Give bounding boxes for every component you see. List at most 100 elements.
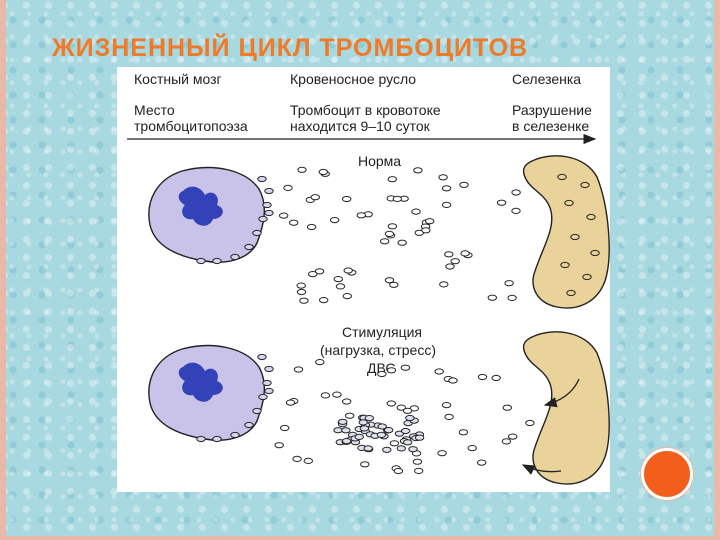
platelet — [411, 208, 421, 215]
platelet — [244, 243, 254, 251]
megakaryocyte-nucleus-stimulation — [178, 362, 223, 402]
platelet — [421, 227, 431, 234]
platelet — [582, 273, 592, 281]
platelet — [364, 415, 375, 422]
platelet — [400, 427, 411, 435]
platelet — [297, 166, 307, 173]
platelet — [405, 414, 415, 422]
platelet — [477, 373, 488, 381]
platelet — [504, 280, 514, 287]
platelet — [384, 277, 395, 284]
col-desc-spleen-1: Разрушение — [512, 102, 592, 118]
uptake-arrow-upper — [543, 378, 580, 408]
platelet — [441, 201, 452, 208]
platelet — [343, 267, 353, 274]
platelet — [296, 288, 307, 296]
platelet — [438, 174, 448, 181]
col-header-bloodstream: Кровеносное русло — [290, 71, 417, 87]
platelet — [252, 407, 262, 415]
platelet — [445, 263, 455, 270]
platelet — [293, 366, 304, 373]
platelet — [299, 297, 309, 304]
platelet — [570, 233, 580, 241]
platelet — [496, 199, 507, 206]
platelet — [285, 399, 296, 406]
platelet — [279, 212, 289, 219]
platelet — [590, 249, 600, 257]
platelet — [354, 433, 365, 440]
platelet — [376, 431, 387, 438]
platelet — [338, 418, 348, 425]
platelet — [257, 353, 267, 361]
col-header-spleen: Селезенка — [512, 71, 582, 87]
platelet — [314, 268, 325, 275]
platelet — [196, 435, 206, 443]
platelet — [264, 365, 274, 373]
stimulation-label-2: (нагрузка, стресс) — [320, 342, 436, 358]
platelet — [315, 359, 325, 366]
platelet — [310, 194, 321, 201]
platelet — [296, 282, 306, 289]
col-desc-spleen-2: в селезенке — [512, 118, 590, 134]
platelet — [341, 427, 351, 434]
stimulation-label-1: Стимуляция — [342, 324, 422, 340]
platelet — [434, 368, 444, 375]
platelet — [396, 445, 406, 452]
platelet — [342, 195, 352, 203]
platelet — [439, 281, 449, 288]
platelet — [280, 424, 290, 432]
platelet-dots — [196, 166, 600, 475]
col-desc-bloodstream-2: находится 9–10 суток — [290, 118, 430, 134]
platelet — [467, 445, 477, 452]
platelet — [196, 257, 206, 265]
platelet — [335, 283, 346, 290]
platelet — [262, 201, 272, 209]
platelet — [341, 438, 352, 445]
platelet — [402, 407, 413, 414]
platelet — [412, 458, 423, 465]
platelet — [400, 364, 411, 371]
platelet — [425, 218, 435, 225]
platelet — [413, 167, 423, 174]
platelet — [586, 213, 596, 221]
platelet — [566, 289, 576, 297]
platelet — [525, 419, 535, 427]
platelet — [448, 377, 458, 384]
platelet — [392, 195, 402, 202]
platelet — [437, 450, 447, 457]
col-desc-bone-marrow-2: тромбоцитопоэза — [134, 118, 248, 134]
platelet — [396, 404, 406, 411]
uptake-arrow-lower — [521, 464, 562, 475]
platelet — [507, 294, 517, 301]
platelet — [389, 440, 400, 447]
platelet — [289, 219, 299, 226]
platelet — [414, 434, 425, 441]
slide-frame-right — [714, 0, 720, 540]
platelet — [262, 379, 272, 387]
diagram-canvas — [127, 133, 610, 485]
platelet — [308, 271, 318, 278]
platelet — [363, 445, 373, 452]
platelet — [264, 187, 274, 195]
platelet — [501, 438, 512, 445]
normal-label: Норма — [358, 153, 402, 169]
platelet — [342, 293, 353, 300]
platelet — [283, 184, 293, 192]
platelet — [274, 442, 284, 449]
platelet — [377, 423, 387, 430]
platelet — [306, 223, 317, 231]
platelet — [377, 370, 387, 378]
platelet — [358, 419, 368, 426]
platelet — [564, 199, 574, 207]
megakaryocyte-nucleus-normal — [178, 186, 223, 226]
platelet — [557, 173, 567, 181]
platelet — [511, 207, 521, 214]
platelet — [502, 404, 512, 411]
slide-frame-left — [0, 0, 6, 540]
platelet — [230, 253, 240, 261]
platelet — [384, 230, 395, 237]
platelet — [386, 367, 397, 374]
platelet — [393, 467, 404, 475]
platelet — [460, 250, 470, 257]
platelet — [444, 413, 454, 420]
